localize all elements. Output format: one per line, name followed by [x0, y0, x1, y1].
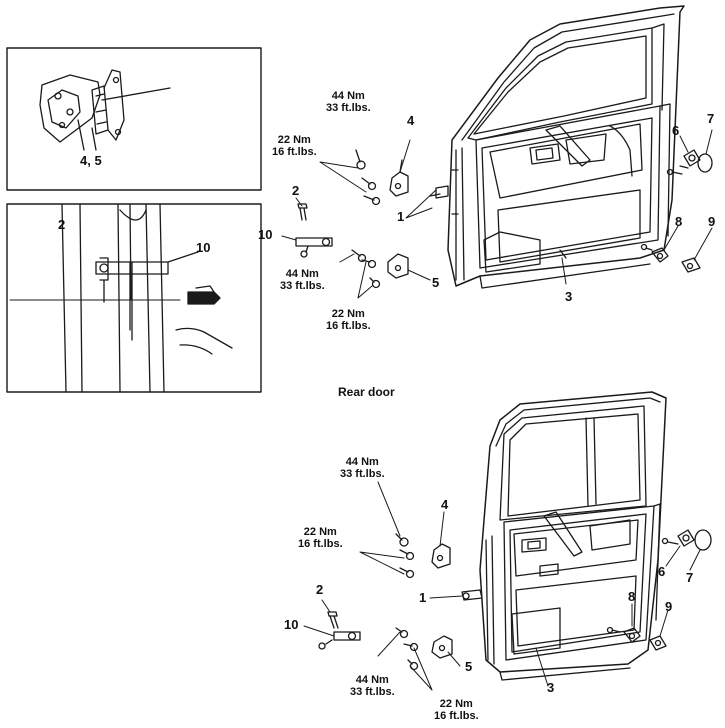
inset-hinge-callout: 4, 5 — [80, 153, 102, 168]
front-upper-bolts-torque: 22 Nm 16 ft.lbs. — [272, 134, 317, 158]
rear-door-section-title: Rear door — [338, 385, 395, 399]
front-lower-bolts-torque: 22 Nm 16 ft.lbs. — [326, 308, 371, 332]
rear-door-leader-lines — [303, 481, 701, 691]
rear-door-shell — [479, 391, 667, 681]
rear-label-4: 4 — [441, 497, 449, 512]
front-label-4: 4 — [407, 113, 415, 128]
rear-upper-bolts-torque: 22 Nm 16 ft.lbs. — [298, 526, 343, 550]
rear-label-5: 5 — [465, 659, 473, 674]
rear-label-9: 9 — [665, 599, 673, 614]
front-upper-hinge-torque: 44 Nm 33 ft.lbs. — [326, 90, 371, 114]
front-label-8: 8 — [675, 214, 683, 229]
rear-upper-hinge-torque: 44 Nm 33 ft.lbs. — [340, 456, 385, 480]
front-label-2: 2 — [292, 183, 300, 198]
rear-label-1: 1 — [419, 590, 427, 605]
rear-label-10: 10 — [284, 617, 299, 632]
rear-door-hardware — [318, 529, 712, 671]
rear-label-2: 2 — [316, 582, 324, 597]
inset-door-check-detail — [6, 203, 262, 393]
rear-lower-hinge-torque: 44 Nm 33 ft.lbs. — [350, 674, 395, 698]
front-door-hardware — [295, 149, 713, 289]
inset-check-callout-2: 2 — [58, 217, 66, 232]
rear-label-8: 8 — [628, 589, 636, 604]
front-label-1: 1 — [397, 209, 405, 224]
front-door-leader-lines — [281, 129, 713, 299]
rear-lower-bolts-torque: 22 Nm 16 ft.lbs. — [434, 698, 479, 722]
front-label-5: 5 — [432, 275, 440, 290]
inset-hinge-detail — [6, 47, 262, 191]
front-label-7: 7 — [707, 111, 715, 126]
inset-check-callout-10: 10 — [196, 240, 211, 255]
front-door-shell — [447, 5, 685, 289]
rear-label-6: 6 — [658, 564, 666, 579]
front-lower-hinge-torque: 44 Nm 33 ft.lbs. — [280, 268, 325, 292]
front-label-9: 9 — [708, 214, 716, 229]
front-label-3: 3 — [565, 289, 573, 304]
rear-label-7: 7 — [686, 570, 694, 585]
front-label-6: 6 — [672, 123, 680, 138]
rear-label-3: 3 — [547, 680, 555, 695]
front-label-10: 10 — [258, 227, 273, 242]
